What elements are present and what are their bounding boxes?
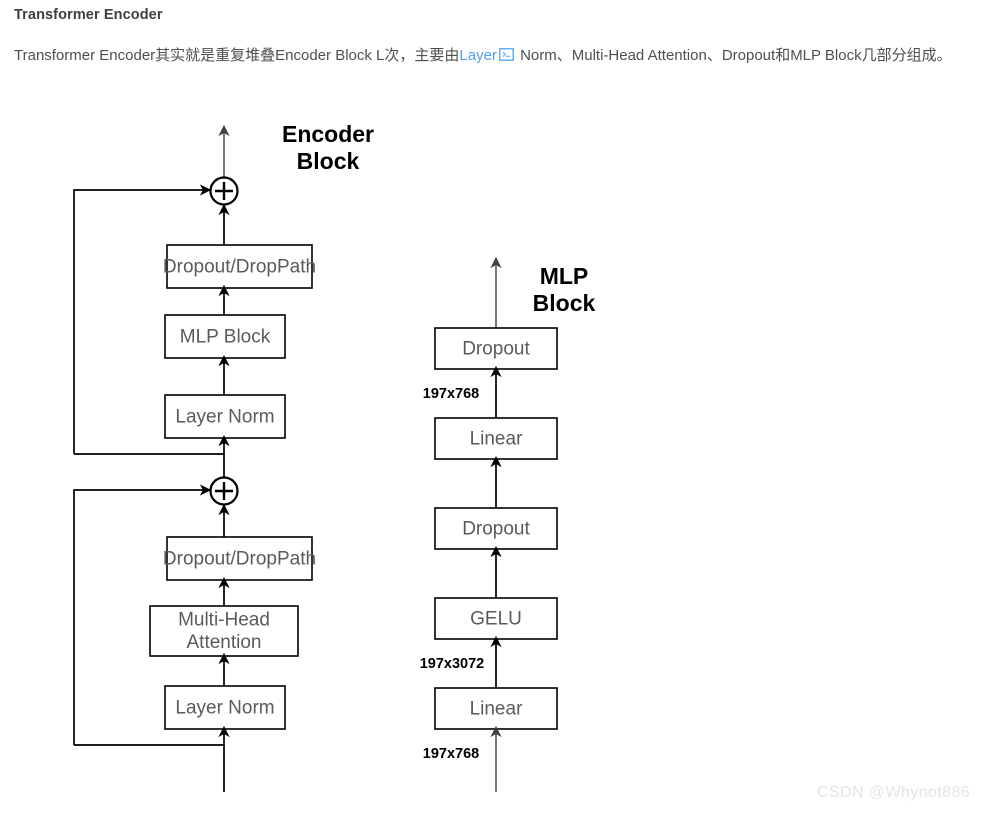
paragraph-text-part-2: Norm、Multi-Head Attention、Dropout和MLP Bl… (515, 47, 952, 64)
mlp-linear-lower[interactable] (434, 687, 558, 730)
dim-label-in-768: 197x768 (423, 746, 479, 762)
encoder-layer-norm-lower[interactable] (164, 685, 286, 730)
mlp-linear-lower-label: Linear (470, 699, 523, 720)
mlp-gelu[interactable] (434, 597, 558, 640)
mlp-dropout-lower-label: Dropout (462, 519, 530, 540)
encoder-block-title-line1: Encoder (282, 121, 374, 147)
encoder-dropout-droppath-lower-label: Dropout/DropPath (163, 549, 316, 570)
encoder-multi-head-attention-label-line2: Attention (187, 632, 262, 653)
encoder-skip-connection-lower (73, 484, 212, 745)
dim-label-out-768: 197x768 (423, 386, 479, 402)
encoder-multi-head-attention[interactable] (149, 605, 299, 657)
page-title: Transformer Encoder (14, 7, 163, 23)
encoder-dropout-droppath-upper[interactable] (166, 244, 313, 289)
mlp-dropout-lower[interactable] (434, 507, 558, 550)
mlp-block-group: MLP Block Dropout 197x768 Linear Dropout… (420, 256, 596, 792)
encoder-multi-head-attention-label-line1: Multi-Head (178, 610, 270, 631)
encoder-block-group: Encoder Block Dropout/DropPath MLP Block… (73, 121, 374, 792)
mlp-linear-upper[interactable] (434, 417, 558, 460)
encoder-dropout-droppath-upper-label: Dropout/DropPath (163, 257, 316, 278)
encoder-mlp-block-label: MLP Block (180, 327, 271, 348)
encoder-dropout-droppath-lower[interactable] (166, 536, 313, 581)
mlp-block-title-line2: Block (533, 290, 596, 316)
broken-image-icon (499, 44, 514, 61)
mlp-block-title-line1: MLP (540, 263, 589, 289)
encoder-layer-norm-lower-label: Layer Norm (175, 698, 274, 719)
csdn-watermark: CSDN @Whynot886 (817, 784, 970, 801)
mlp-gelu-label: GELU (470, 609, 522, 630)
article-paragraph: Transformer Encoder其实就是重复堆叠Encoder Block… (14, 42, 974, 69)
paragraph-text-part-1: Transformer Encoder其实就是重复堆叠Encoder Block… (14, 47, 460, 64)
mlp-linear-upper-label: Linear (470, 429, 523, 450)
mlp-dropout-upper-label: Dropout (462, 339, 530, 360)
mlp-dropout-upper[interactable] (434, 327, 558, 370)
encoder-layer-norm-upper[interactable] (164, 394, 286, 439)
dim-label-3072: 197x3072 (420, 656, 485, 672)
layer-link[interactable]: Layer (459, 47, 497, 64)
encoder-layer-norm-upper-label: Layer Norm (175, 407, 274, 428)
encoder-skip-connection-upper (73, 184, 212, 454)
encoder-mlp-block[interactable] (164, 314, 286, 359)
encoder-block-title-line2: Block (297, 148, 360, 174)
